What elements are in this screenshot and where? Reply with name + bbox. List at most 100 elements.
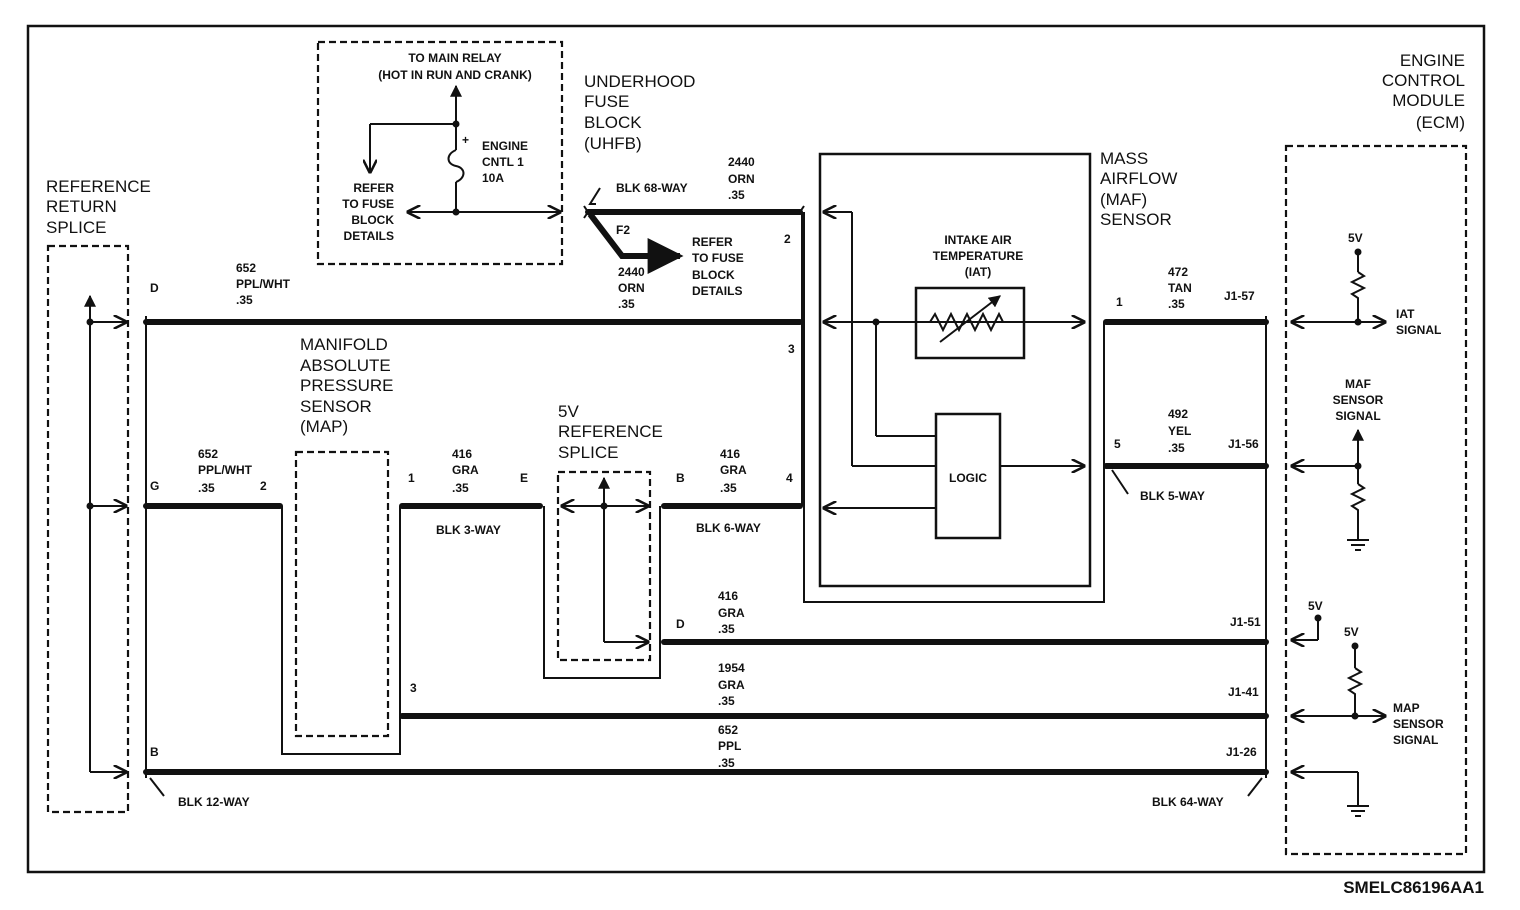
pin-B-bottom: B xyxy=(150,745,159,759)
figure-code: SMELC86196AA1 xyxy=(1343,878,1484,897)
w652-top-1: 652 xyxy=(236,261,256,275)
w416-c-1: 416 xyxy=(718,589,738,603)
w652-bot-1: 652 xyxy=(718,723,738,737)
blk64-label: BLK 64-WAY xyxy=(1152,795,1224,809)
pin-D-mid: D xyxy=(676,617,685,631)
pin-1-map: 1 xyxy=(408,471,415,485)
pin-5-maf: 5 xyxy=(1114,437,1121,451)
pin-3-map: 3 xyxy=(410,681,417,695)
pin-3-maf: 3 xyxy=(788,342,795,356)
map-title-1: MANIFOLD xyxy=(300,335,388,354)
w652-top-3: .35 xyxy=(236,293,253,307)
pin-G: G xyxy=(150,479,159,493)
w2440-top-3: .35 xyxy=(728,188,745,202)
fuse-name-2: CNTL 1 xyxy=(482,155,524,169)
thermistor-icon xyxy=(929,311,1004,333)
ecm-5v-ref: 5V xyxy=(1308,599,1323,613)
fuse-refer-2: TO FUSE xyxy=(342,197,394,211)
maf-signal-label-3: SIGNAL xyxy=(1335,409,1380,423)
ecm-block: ENGINE CONTROL MODULE (ECM) xyxy=(1284,51,1468,856)
map-signal-label-3: SIGNAL xyxy=(1393,733,1438,747)
w472-2: TAN xyxy=(1168,281,1192,295)
refer2-2: TO FUSE xyxy=(692,251,744,265)
pin-E: E xyxy=(520,471,528,485)
map-title-5: (MAP) xyxy=(300,417,348,436)
fuse-dashed-box xyxy=(316,40,564,266)
w2440-bot-1: 2440 xyxy=(618,265,645,279)
maf-title-1: MASS xyxy=(1100,149,1148,168)
map-signal-label-2: SENSOR xyxy=(1393,717,1444,731)
w492-1: 492 xyxy=(1168,407,1188,421)
pin-B-mid: B xyxy=(676,471,685,485)
refer2-3: BLOCK xyxy=(692,268,735,282)
wire-harness: D 652 PPL/WHT .35 3 G 652 PPL/WHT .35 2 … xyxy=(143,212,1269,809)
ecm-title-1: ENGINE xyxy=(1400,51,1465,70)
w652-mid-1: 652 xyxy=(198,447,218,461)
map-title-3: PRESSURE xyxy=(300,376,394,395)
w652-bot-3: .35 xyxy=(718,756,735,770)
w652-mid-2: PPL/WHT xyxy=(198,463,253,477)
w652-mid-3: .35 xyxy=(198,481,215,495)
pin-1-maf: 1 xyxy=(1116,295,1123,309)
maf-title-2: AIRFLOW xyxy=(1100,169,1177,188)
iat-signal-label-2: SIGNAL xyxy=(1396,323,1441,337)
pin-2-map: 2 xyxy=(260,479,267,493)
blk3-label: BLK 3-WAY xyxy=(436,523,501,537)
maf-outer-border xyxy=(803,212,1105,603)
ecm-title-2: CONTROL xyxy=(1382,71,1465,90)
map-dashed-box xyxy=(294,450,390,738)
refer2-4: DETAILS xyxy=(692,284,742,298)
map-outer-border xyxy=(281,506,401,755)
ecm-dashed-box xyxy=(1284,144,1468,856)
w416-a-2: GRA xyxy=(452,463,479,477)
to-main-relay-2: (HOT IN RUN AND CRANK) xyxy=(378,68,532,82)
iat-title-1: INTAKE AIR xyxy=(944,233,1012,247)
w416-a-1: 416 xyxy=(452,447,472,461)
fuse-refer-3: BLOCK xyxy=(351,213,394,227)
wire-2440-bottom xyxy=(587,212,684,274)
pin-4-maf: 4 xyxy=(786,471,793,485)
uhfb-title-1: UNDERHOOD xyxy=(584,72,695,91)
r5v-outer-border xyxy=(543,506,661,679)
fuse-icon xyxy=(447,149,465,183)
pin-j126: J1-26 xyxy=(1226,745,1257,759)
w492-2: YEL xyxy=(1168,424,1191,438)
w472-1: 472 xyxy=(1168,265,1188,279)
logic-label: LOGIC xyxy=(949,471,987,485)
w2440-top-2: ORN xyxy=(728,172,755,186)
w1954-1: 1954 xyxy=(718,661,745,675)
iat-title-2: TEMPERATURE xyxy=(933,249,1023,263)
map-title-4: SENSOR xyxy=(300,397,372,416)
w652-top-2: PPL/WHT xyxy=(236,277,291,291)
r5v-title-2: REFERENCE xyxy=(558,422,663,441)
outer-frame xyxy=(26,24,1486,874)
maf-signal-label-2: SENSOR xyxy=(1333,393,1384,407)
map-pullup-resistor xyxy=(1346,667,1364,700)
reference-return-splice: REFERENCE RETURN SPLICE xyxy=(46,177,151,814)
fuse-refer-1: REFER xyxy=(353,181,394,195)
w2440-bot-2: ORN xyxy=(618,281,645,295)
rrs-title-3: SPLICE xyxy=(46,218,106,237)
iat-title-3: (IAT) xyxy=(965,265,991,279)
w652-bot-2: PPL xyxy=(718,739,741,753)
uhfb-title-2: FUSE xyxy=(584,92,629,111)
w492-3: .35 xyxy=(1168,441,1185,455)
r5v-title-1: 5V xyxy=(558,402,579,421)
pin-D-top: D xyxy=(150,281,159,295)
f2-label: F2 xyxy=(616,223,630,237)
blk12-label: BLK 12-WAY xyxy=(178,795,250,809)
logic-box xyxy=(934,412,1002,540)
blk6-label: BLK 6-WAY xyxy=(696,521,761,535)
ecm-5v-iat: 5V xyxy=(1348,231,1363,245)
r5v-title-3: SPLICE xyxy=(558,443,618,462)
map-title-2: ABSOLUTE xyxy=(300,356,391,375)
w416-b-2: GRA xyxy=(720,463,747,477)
to-main-relay-1: TO MAIN RELAY xyxy=(408,51,501,65)
refer2-1: REFER xyxy=(692,235,733,249)
w2440-bot-3: .35 xyxy=(618,297,635,311)
fuse-refer-4: DETAILS xyxy=(344,229,394,243)
ecm-circuits: 5V IAT SIGNAL MAF SENSOR SIGNAL 5V 5V MA xyxy=(1292,231,1444,817)
ecm-title-4: (ECM) xyxy=(1416,113,1465,132)
reference-5v-splice: 5V REFERENCE SPLICE xyxy=(543,402,663,679)
w416-a-3: .35 xyxy=(452,481,469,495)
